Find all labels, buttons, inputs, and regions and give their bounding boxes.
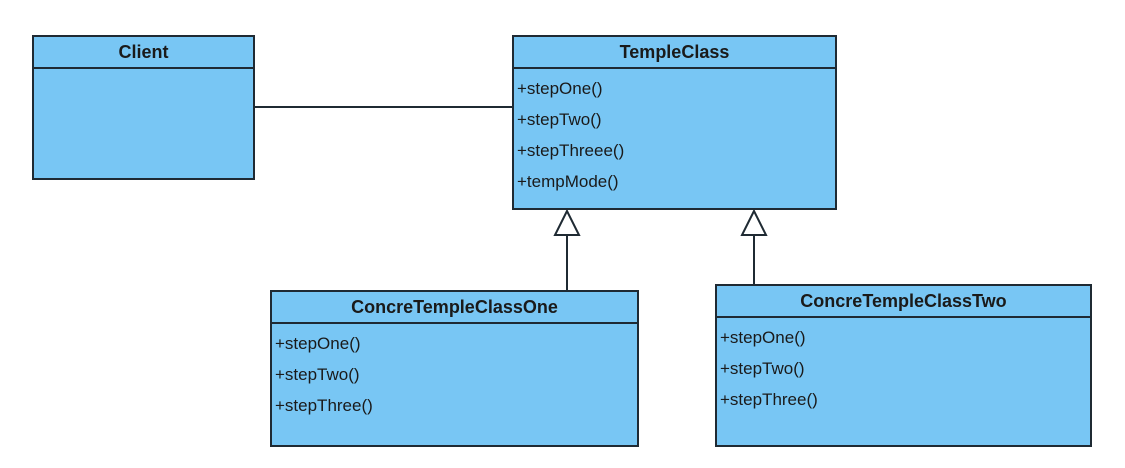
class-concrete-one[interactable]: ConcreTempleClassOne +stepOne() +stepTwo… (270, 290, 639, 447)
method-step-three: +stepThree() (720, 390, 818, 409)
method-step-one: +stepOne() (517, 79, 603, 98)
method-step-two: +stepTwo() (720, 359, 805, 378)
class-methods: +stepOne() +stepTwo() +stepThreee() +tem… (514, 69, 835, 197)
class-name: TempleClass (514, 37, 835, 69)
method-step-one: +stepOne() (275, 334, 361, 353)
generalization-arrowhead-one (553, 208, 581, 236)
class-methods: +stepOne() +stepTwo() +stepThree() (717, 318, 1090, 415)
class-name: ConcreTempleClassOne (272, 292, 637, 324)
class-client[interactable]: Client (32, 35, 255, 180)
class-temple[interactable]: TempleClass +stepOne() +stepTwo() +stepT… (512, 35, 837, 210)
class-name: Client (34, 37, 253, 69)
method-step-one: +stepOne() (720, 328, 806, 347)
method-temp-mode: +tempMode() (517, 172, 619, 191)
method-step-two: +stepTwo() (275, 365, 360, 384)
method-step-two: +stepTwo() (517, 110, 602, 129)
method-step-three: +stepThree() (275, 396, 373, 415)
class-methods: +stepOne() +stepTwo() +stepThree() (272, 324, 637, 421)
class-name: ConcreTempleClassTwo (717, 286, 1090, 318)
method-step-three: +stepThreee() (517, 141, 625, 160)
class-concrete-two[interactable]: ConcreTempleClassTwo +stepOne() +stepTwo… (715, 284, 1092, 447)
generalization-arrowhead-two (740, 208, 768, 236)
class-methods (34, 69, 253, 73)
